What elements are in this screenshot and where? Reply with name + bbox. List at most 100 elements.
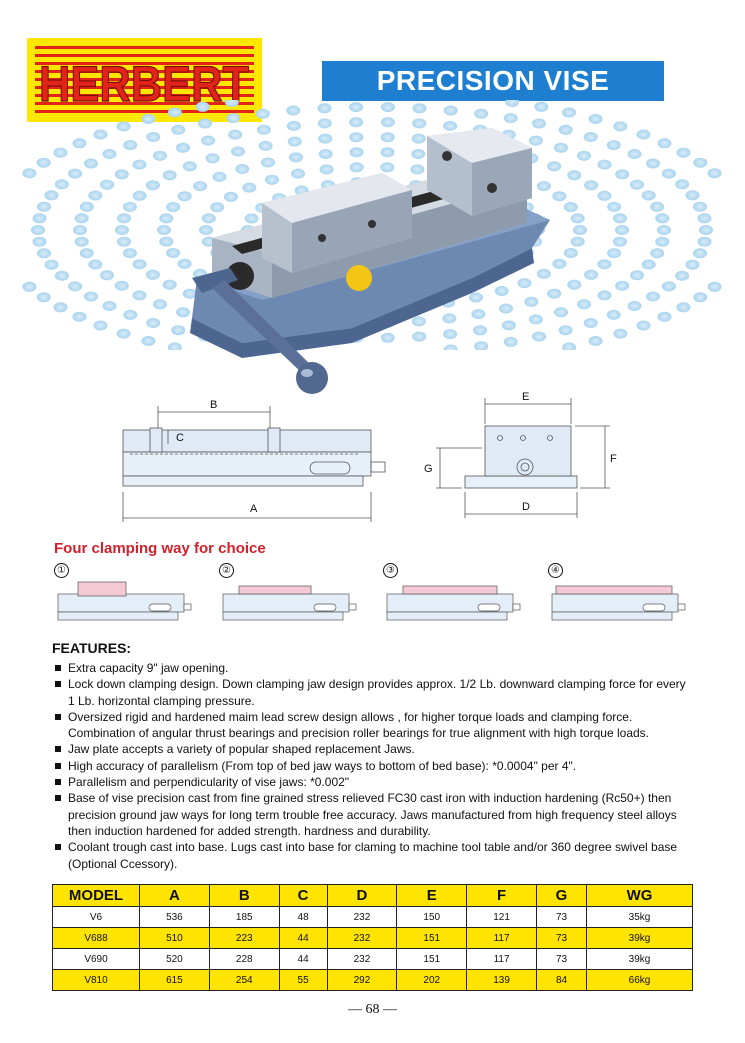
background-dot [317,118,332,129]
background-dot [613,236,627,247]
background-dot [88,259,103,270]
background-dot [205,153,220,164]
table-cell: V810 [52,969,140,991]
brand-logo: HERBERT [27,38,262,122]
background-dot [132,290,147,301]
background-dot [411,133,426,144]
background-dot [443,120,458,131]
background-dot [443,329,458,340]
dim-label-g: G [424,463,433,475]
table-row: V6 536 185 48 232 150 121 73 35kg [52,906,693,928]
background-dot [117,213,131,224]
background-dot [697,236,712,247]
background-dot [102,149,117,159]
background-dot [474,341,489,350]
background-dot [558,325,573,336]
background-dot [317,103,332,114]
table-cell: 121 [466,906,537,928]
background-dot [588,114,603,124]
background-dot [607,201,622,212]
background-dot [411,149,426,159]
background-dot [650,248,665,259]
background-dot [615,280,630,291]
clamp-option-2: ② [219,563,364,623]
table-cell: 84 [535,969,588,991]
background-dot [646,291,660,302]
background-dot [503,336,518,347]
table-cell: 292 [326,969,398,991]
background-dot [536,181,551,192]
background-dot [562,107,577,118]
background-dot [558,124,573,135]
dimension-drawings: B C A E F G D [122,392,617,522]
feature-item: High accuracy of parallelism (From top o… [54,758,694,774]
feature-item: Parallelism and perpendicularity of vise… [54,774,694,790]
background-dot [210,202,225,213]
background-dot [685,259,700,270]
background-dot [563,202,578,212]
background-dot [146,318,161,328]
background-dot [37,201,51,212]
background-dot [655,236,670,247]
feature-item: Jaw plate accepts a variety of popular s… [54,741,694,757]
background-dot [693,201,707,212]
background-dot [318,133,333,144]
background-dot [534,101,549,112]
table-cell: 510 [139,927,210,949]
background-dot [166,248,181,258]
table-cell: 117 [466,948,537,970]
background-dot [176,142,190,153]
background-dot [588,336,603,346]
background-dot [68,281,83,292]
table-cell: 520 [139,948,210,970]
background-dot [412,331,427,342]
clamp-number: ① [54,563,69,578]
column-header: D [326,884,398,907]
background-dot [84,158,98,169]
clamp-diagram [57,581,192,621]
background-dot [199,225,213,235]
background-dot [162,170,177,181]
background-dot [505,100,520,107]
background-dot [567,170,582,181]
background-dot [177,191,192,202]
background-dot [167,107,182,118]
background-dot [145,180,160,191]
background-dot [349,117,364,128]
background-dot [627,149,642,159]
background-dot [697,213,712,224]
background-dot [132,190,147,201]
background-dot [657,311,672,322]
table-row: V688 510 223 44 232 151 117 73 39kg [52,927,693,949]
background-dot [141,336,156,346]
background-dot [380,332,395,343]
background-dot [157,225,171,235]
background-dot [573,225,587,235]
column-header: MODEL [52,884,140,907]
background-dot [153,299,167,310]
background-dot [675,270,690,281]
column-header: C [278,884,328,907]
features-title: FEATURES: [52,640,132,656]
background-dot [166,202,181,212]
background-dot [79,248,94,259]
background-dot [474,108,489,119]
background-dot [412,103,427,114]
background-dot [443,105,458,116]
background-dot [693,157,708,168]
background-dot [501,320,516,331]
background-dot [116,328,131,339]
background-dot [676,147,691,158]
background-dot [22,168,37,179]
background-dot [115,225,129,235]
background-dot [380,102,395,113]
clamp-option-4: ④ [548,563,693,623]
dim-label-f: F [610,453,617,465]
background-dot [231,146,245,157]
background-dot [627,301,642,311]
feature-item: Lock down clamping design. Down clamping… [54,676,694,709]
background-dot [349,147,364,158]
background-dot [473,325,488,336]
background-dot [54,179,69,190]
page-title: PRECISION VISE [376,65,610,96]
